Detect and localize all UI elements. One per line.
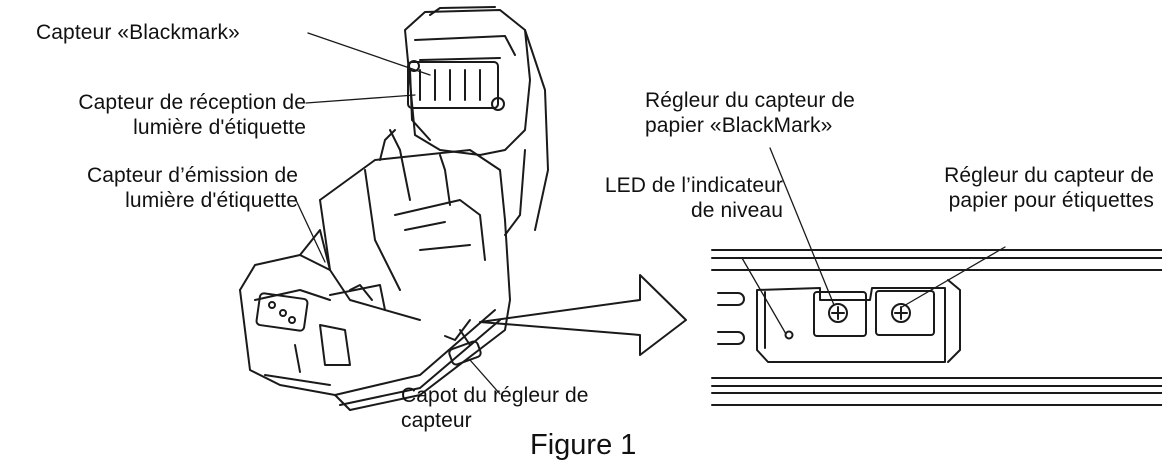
printer-illustration: [239, 6, 549, 411]
figure-caption: Figure 1: [530, 429, 637, 461]
leader-led: [741, 257, 787, 335]
label-emitter-sensor-label: Capteur d’émission de lumière d'étiquett…: [86, 164, 298, 212]
label-adjuster-label: Régleur du capteur de papier pour étique…: [944, 164, 1154, 212]
leader-rx: [305, 94, 416, 104]
blackmark-adjuster-label: Régleur du capteur de papier «BlackMark»: [645, 89, 855, 137]
leader-blackmark: [307, 32, 431, 76]
sensor-adjuster-cover-label: Capot du régleur de capteur: [401, 384, 589, 432]
blackmark-sensor-label: Capteur «Blackmark»: [36, 21, 240, 44]
leader-adjuster-bm: [769, 147, 835, 306]
leader-tx: [294, 197, 326, 263]
leader-lines: [294, 32, 1006, 395]
leader-adjuster-label: [901, 246, 1006, 308]
zoom-arrow: [479, 274, 687, 356]
led-indicator-label: LED de l’indicateur de niveau: [604, 174, 783, 222]
label-receiver-sensor-label: Capteur de réception de lumière d'étique…: [78, 91, 306, 139]
leader-cover: [469, 359, 501, 395]
detail-view: [711, 249, 1162, 406]
